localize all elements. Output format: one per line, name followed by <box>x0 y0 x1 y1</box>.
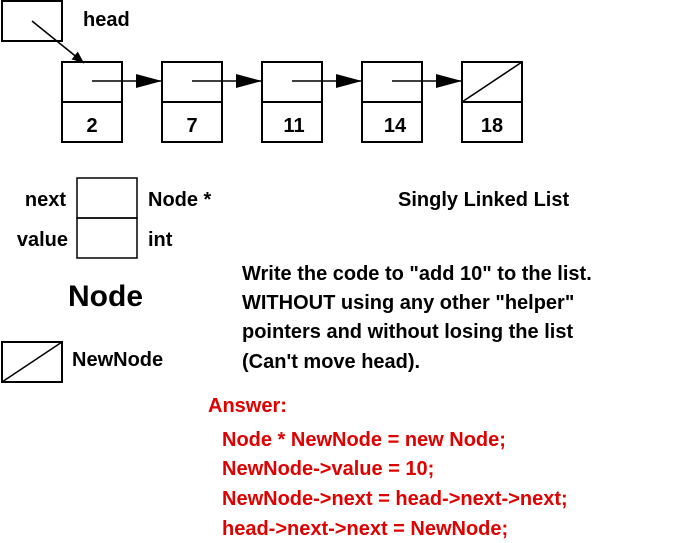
answer-code-line: NewNode->value = 10; <box>222 458 434 480</box>
legend-next-cell <box>76 177 138 219</box>
null-pointer-slash <box>1 341 63 383</box>
value-field-label: value <box>17 229 68 251</box>
head-pointer: head <box>1 0 130 64</box>
node-value: 14 <box>384 115 407 137</box>
list-node: 14 <box>361 61 462 143</box>
legend-value-cell <box>76 217 138 259</box>
next-field-label: next <box>25 189 66 211</box>
head-pointer-box <box>1 0 63 42</box>
node-value-cell <box>261 101 323 143</box>
answer-code-line: NewNode->next = head->next->next; <box>222 488 568 510</box>
question-line: pointers and without losing the list <box>242 321 573 343</box>
list-node: 11 <box>261 61 362 143</box>
node-value: 11 <box>283 115 304 137</box>
answer: Answer: Node * NewNode = new Node; NewNo… <box>208 395 568 540</box>
list-node: 2 <box>61 61 162 143</box>
head-pointer-arrow <box>31 20 85 64</box>
next-field-type: Node * <box>148 189 212 211</box>
node-next-cell <box>161 61 223 103</box>
value-field-type: int <box>148 229 173 251</box>
null-pointer-slash <box>461 61 523 103</box>
node-next-cell <box>261 61 323 103</box>
node-value-cell <box>161 101 223 143</box>
node-next-cell <box>61 61 123 103</box>
new-node-label: NewNode <box>72 349 163 371</box>
question: Write the code to "add 10" to the list. … <box>242 263 592 373</box>
answer-title: Answer: <box>208 395 287 417</box>
question-line: Write the code to "add 10" to the list. <box>242 263 592 285</box>
linked-list: 2 7 11 14 18 <box>61 61 523 143</box>
question-line: (Can't move head). <box>242 351 420 373</box>
node-title: Node <box>68 280 143 313</box>
node-value-cell <box>461 101 523 143</box>
question-line: WITHOUT using any other "helper" <box>242 292 574 314</box>
node-legend: next Node * value int Node <box>17 177 212 313</box>
head-label: head <box>83 9 130 31</box>
list-node: 7 <box>161 61 262 143</box>
list-node: 18 <box>461 61 523 143</box>
node-value-cell <box>361 101 423 143</box>
new-node-box <box>1 341 63 383</box>
list-title: Singly Linked List <box>398 189 569 211</box>
answer-code-line: Node * NewNode = new Node; <box>222 429 506 451</box>
node-value: 18 <box>481 115 503 137</box>
answer-code-line: head->next->next = NewNode; <box>222 518 508 540</box>
node-next-cell <box>361 61 423 103</box>
node-value: 7 <box>186 115 197 137</box>
new-node-pointer: NewNode <box>1 341 163 383</box>
node-value: 2 <box>86 115 97 137</box>
node-value-cell <box>61 101 123 143</box>
